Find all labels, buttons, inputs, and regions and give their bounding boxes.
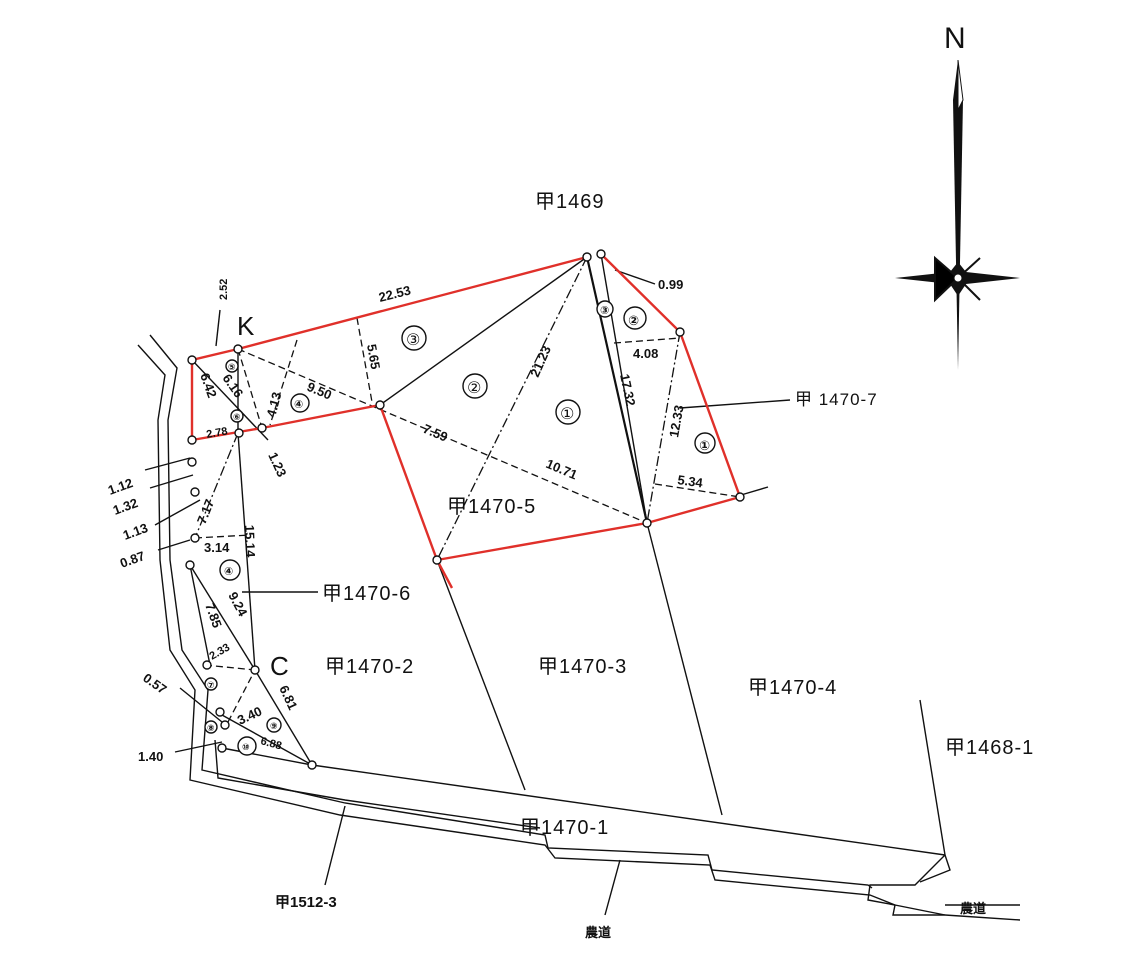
parcel-1470-1: 甲1470-1 — [520, 817, 609, 839]
north-arrow-icon: N — [895, 22, 1020, 370]
13-label: ⑩ — [242, 742, 250, 752]
d1-32-label: 1.32 — [111, 495, 140, 518]
d9-50-label: 9.50 — [305, 379, 334, 403]
9-label: ⑥ — [233, 412, 241, 422]
12-label: ⑨ — [270, 721, 278, 731]
d0-99-label: 0.99 — [658, 277, 683, 292]
d12-33-label: 12.33 — [666, 404, 686, 439]
d7-85-label: 7.85 — [202, 601, 225, 630]
d2-33-label: 2.33 — [208, 641, 233, 662]
farm-road-label: 農道 — [585, 925, 611, 940]
d4-08-label: 4.08 — [633, 346, 658, 361]
d22-53-label: 22.53 — [377, 282, 412, 304]
corner-label-k: K — [237, 311, 255, 341]
d1-12-label: 1.12 — [106, 475, 135, 498]
8-label: ⑤ — [228, 362, 236, 372]
d0-87-label: 0.87 — [118, 548, 147, 571]
parcel-1470-5: 甲1470-5 — [447, 496, 536, 518]
d6-42-label: 6.42 — [197, 371, 220, 400]
d7-59-label: 7.59 — [421, 421, 450, 445]
0-label: ① — [699, 438, 710, 453]
north-label: N — [944, 22, 966, 55]
7-label: ④ — [294, 399, 303, 411]
d21-23-label: 21.23 — [527, 343, 554, 379]
dimension-labels: 22.53 0.99 2.52 5.65 21.23 4.08 17.32 12… — [106, 277, 705, 764]
survey-points — [185, 249, 745, 770]
parcel-1468-1: 甲1468-1 — [945, 737, 1034, 759]
4-label: ① — [560, 406, 575, 423]
d6-81-label: 6.81 — [276, 683, 300, 712]
11-label: ⑧ — [207, 723, 215, 733]
d1-40-label: 1.40 — [138, 749, 163, 764]
road-boundaries — [137, 334, 1021, 921]
d2-52-label: 2.52 — [218, 279, 230, 300]
d15-14-label: 15.14 — [242, 525, 258, 559]
d4-13-label: 4.13 — [263, 390, 284, 418]
parcel-1470-7: 甲 1470-7 — [795, 390, 878, 409]
d6-16-label: 6.16 — [220, 371, 247, 400]
d1-23-label: 1.23 — [265, 450, 289, 479]
2-label: ③ — [600, 305, 609, 317]
parcel-labels: 甲1469 甲 1470-7 甲1470-5 甲1470-6 甲1470-2 甲… — [275, 191, 1034, 940]
survey-lines — [144, 253, 791, 766]
corner-label-c: C — [270, 651, 289, 681]
d5-34-label: 5.34 — [677, 472, 705, 490]
parcel-1470-2: 甲1470-2 — [325, 656, 414, 678]
triangle-number-markers: ① ② ③ ① ② ③ ④ ④ ⑤ ⑥ ⑦ ⑧ ⑨ ⑩ — [204, 300, 716, 756]
5-label: ② — [467, 380, 482, 397]
3-label: ④ — [224, 566, 233, 578]
d0-57-label: 0.57 — [140, 670, 169, 697]
parcel-1512-3: 甲1512-3 — [275, 894, 337, 911]
6-label: ③ — [406, 332, 421, 349]
red-boundary — [190, 253, 742, 589]
parcel-1469: 甲1469 — [535, 191, 605, 213]
parcel-1470-4: 甲1470-4 — [748, 677, 837, 699]
parcel-1470-3: 甲1470-3 — [538, 656, 627, 678]
d9-24-label: 9.24 — [225, 589, 250, 619]
10-label: ⑦ — [207, 680, 215, 690]
d2-78-label: 2.78 — [205, 425, 228, 441]
farm-road-label: 農道 — [960, 901, 986, 916]
d17-32-label: 17.32 — [617, 373, 638, 408]
1-label: ② — [628, 313, 639, 328]
d3-40-label: 3.40 — [235, 703, 264, 727]
d1-13-label: 1.13 — [121, 520, 150, 543]
d5-65-label: 5.65 — [364, 343, 383, 371]
d3-14-label: 3.14 — [204, 540, 230, 555]
d10-71-label: 10.71 — [544, 456, 580, 483]
parcel-1470-6: 甲1470-6 — [322, 583, 411, 605]
d6-88-label: 6.88 — [259, 735, 283, 752]
